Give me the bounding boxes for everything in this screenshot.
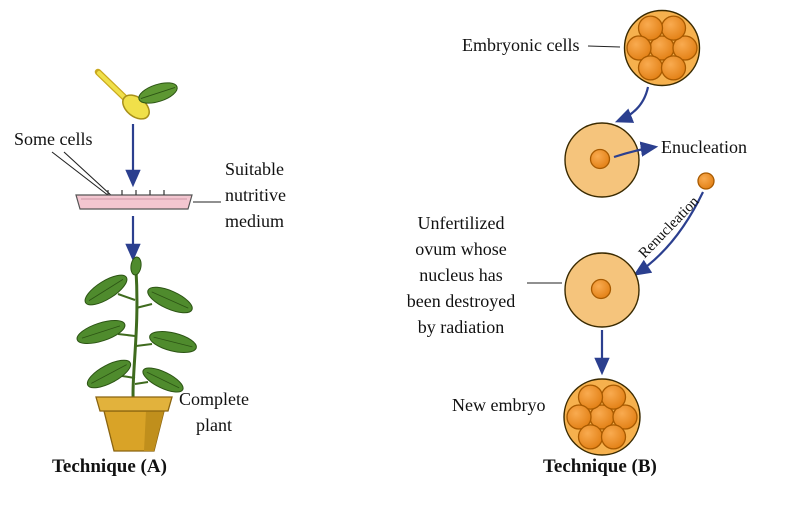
culture-dish: [75, 190, 193, 210]
new-embryo-label: New embryo: [452, 395, 546, 415]
embryonic-cells-cluster: [623, 9, 701, 87]
arrow-enucleation: [613, 141, 659, 159]
nutritive-medium-label: Suitable nutritive medium: [225, 159, 286, 231]
embryonic-cells-label: Embryonic cells: [462, 35, 580, 55]
enucleated-ovum: [564, 252, 640, 328]
ovum-with-nucleus: [564, 122, 640, 198]
some-cells-label: Some cells: [14, 129, 93, 149]
complete-plant-label: Complete plant: [179, 389, 249, 435]
technique-b-title: Technique (B): [543, 456, 657, 477]
arrow-renucleation: [633, 191, 704, 276]
extracted-nucleus-dot: [697, 172, 715, 190]
unfertilized-ovum-label: Unfertilized ovum whose nucleus has been…: [406, 213, 516, 337]
enucleation-label: Enucleation: [661, 137, 747, 157]
arrow-cluster-to-ovum: [614, 86, 650, 123]
leaf-icon: [138, 82, 178, 104]
new-embryo-cluster: [563, 378, 641, 456]
flower-pot: [95, 396, 173, 452]
some-cells-pointer: [51, 151, 114, 198]
embryonic-connector-line: [587, 45, 621, 48]
technique-a-title: Technique (A): [52, 456, 167, 477]
